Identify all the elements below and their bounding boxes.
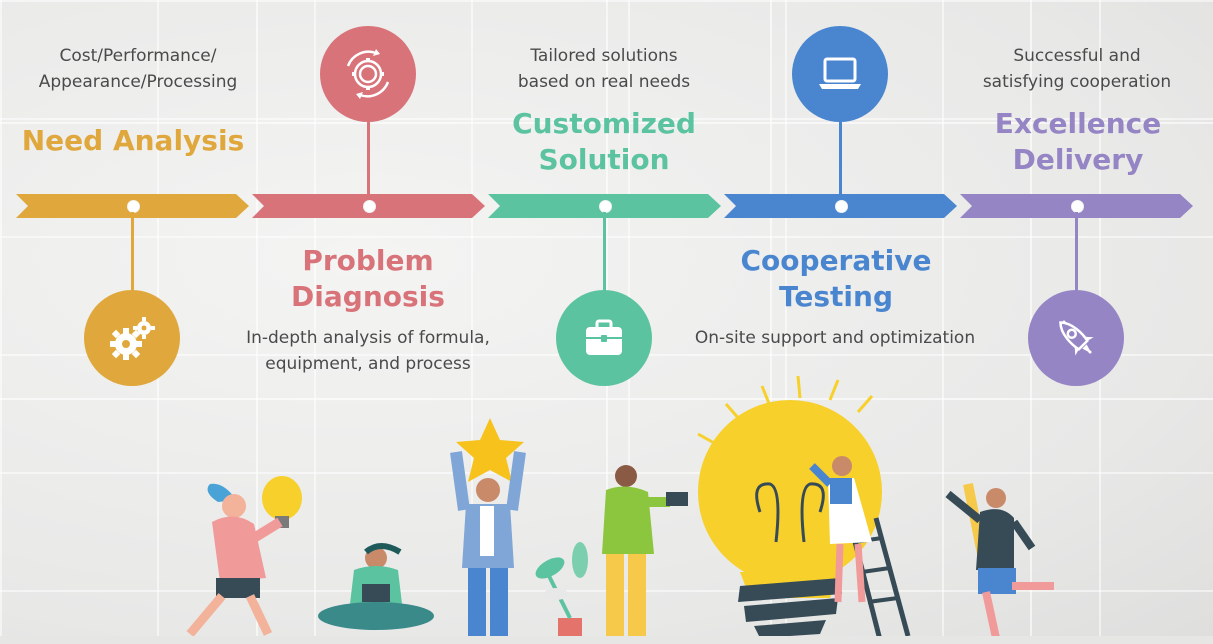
woman-on-ladder-figure: [809, 456, 911, 641]
step-5-title: Excellence Delivery: [940, 106, 1213, 178]
gear-cycle-icon: [346, 49, 390, 99]
step-1-desc-line1: Cost/Performance/: [59, 46, 217, 66]
step-5-description: Successful and satisfying cooperation: [946, 43, 1208, 95]
step-5-icon-circle: [1028, 290, 1124, 386]
step-2-desc-line2: equipment, and process: [265, 354, 471, 374]
step-2-title-line1: Problem: [302, 244, 434, 277]
man-with-phone-figure: [602, 465, 688, 636]
step-4-title-line1: Cooperative: [740, 244, 932, 277]
step-4-desc-line1: On-site support and optimization: [694, 328, 976, 348]
step-4-title: Cooperative Testing: [698, 243, 974, 315]
step-4-dot: [835, 200, 848, 213]
paper-fold-h1: [0, 398, 1213, 400]
step-3-connector: [603, 212, 606, 292]
step-3-description: Tailored solutions based on real needs: [474, 43, 734, 95]
step-4-connector: [839, 122, 842, 200]
step-2-title-line2: Diagnosis: [291, 280, 445, 313]
step-1-connector: [131, 212, 134, 292]
step-2-desc-line1: In-depth analysis of formula,: [246, 328, 490, 348]
step-4-icon-circle: [792, 26, 888, 122]
ground-strip: [0, 636, 1213, 644]
paper-fold-v3: [770, 0, 772, 644]
rocket-icon: [1059, 320, 1094, 356]
step-2-connector: [367, 122, 370, 200]
step-1-description: Cost/Performance/ Appearance/Processing: [8, 43, 268, 95]
step-5-title-line2: Delivery: [1012, 143, 1144, 176]
step-3-desc-line2: based on real needs: [517, 72, 691, 92]
woman-with-bulb-figure: [186, 476, 302, 637]
potted-plant: [535, 542, 588, 640]
step-2-description: In-depth analysis of formula, equipment,…: [220, 325, 516, 377]
step-3-title-line2: Solution: [538, 143, 670, 176]
laptop-icon: [819, 57, 861, 89]
step-2-icon-circle: [320, 26, 416, 122]
sitting-person-figure: [318, 543, 434, 630]
step-1-desc-line2: Appearance/Processing: [38, 72, 238, 92]
briefcase-icon: [586, 319, 622, 355]
step-3-title-line1: Customized: [512, 107, 696, 140]
gears-icon: [110, 317, 155, 360]
step-4-title-line2: Testing: [779, 280, 893, 313]
paper-fold-h2: [0, 122, 1213, 124]
step-5-desc-line2: satisfying cooperation: [982, 72, 1172, 92]
step-3-desc-line1: Tailored solutions: [530, 46, 678, 66]
step-1-title: Need Analysis: [21, 124, 245, 157]
step-1-icon-circle: [84, 290, 180, 386]
step-2-dot: [363, 200, 376, 213]
step-5-desc-line1: Successful and: [1013, 46, 1141, 66]
people-with-ideas-illustration: [186, 375, 1054, 641]
step-3-title: Customized Solution: [466, 106, 742, 178]
paper-fold-v1: [256, 0, 258, 644]
step-2-title: Problem Diagnosis: [230, 243, 506, 315]
step-4-description: On-site support and optimization: [670, 325, 1000, 351]
man-with-star-figure: [450, 418, 526, 638]
man-with-pencil-figure: [945, 483, 1054, 639]
step-3-icon-circle: [556, 290, 652, 386]
step-5-title-line1: Excellence: [994, 107, 1162, 140]
step-5-connector: [1075, 212, 1078, 292]
